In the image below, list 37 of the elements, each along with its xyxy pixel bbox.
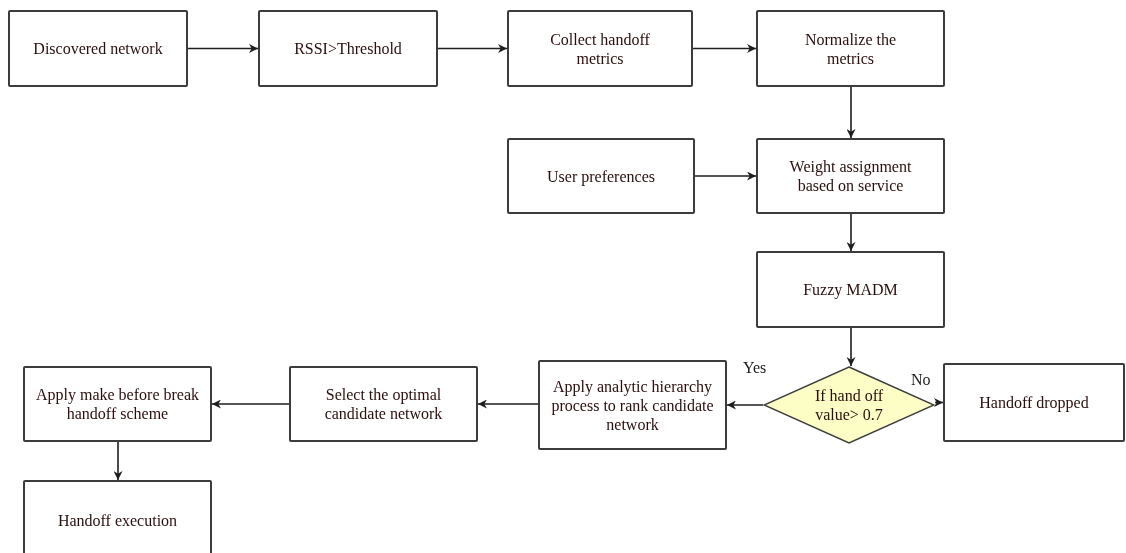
process-box — [23, 480, 212, 553]
box-label: Handoff dropped — [979, 393, 1089, 412]
arrow — [846, 327, 856, 367]
arrow — [726, 400, 764, 410]
arrow — [437, 44, 508, 53]
box-label: If hand off value> 0.7 — [813, 386, 885, 424]
arrow — [934, 398, 944, 407]
box-label: User preferences — [547, 166, 655, 186]
box-label: Normalize the metrics — [803, 29, 898, 68]
process-box — [756, 251, 945, 328]
process-box — [943, 363, 1125, 442]
process-box — [258, 10, 438, 87]
box-label: Weight assignment based on service — [788, 157, 913, 195]
box-label: Discovered network — [33, 39, 163, 58]
arrow — [692, 44, 757, 53]
box-label: RSSI>Threshold — [294, 39, 402, 58]
process-box — [23, 366, 212, 442]
process-box — [507, 10, 693, 87]
arrow — [113, 441, 123, 481]
arrow — [846, 213, 856, 252]
process-box — [8, 10, 188, 87]
arrow — [694, 171, 757, 181]
arrow — [477, 399, 539, 409]
arrow — [846, 86, 856, 139]
box-label: Apply analytic hierarchy process to rank candidate network — [550, 376, 715, 434]
box-label: Fuzzy MADM — [803, 280, 898, 299]
box-label: Select the optimal candidate network — [323, 385, 444, 423]
process-box — [756, 138, 945, 214]
process-box — [756, 10, 945, 87]
process-box — [507, 138, 695, 214]
arrow — [187, 44, 259, 53]
box-label: Handoff execution — [57, 510, 178, 530]
box-label: Apply make before break handoff scheme — [34, 385, 200, 423]
box-label: Collect handoff metrics — [549, 29, 651, 68]
process-box — [538, 360, 727, 450]
process-box — [289, 366, 478, 442]
arrow — [211, 399, 290, 409]
